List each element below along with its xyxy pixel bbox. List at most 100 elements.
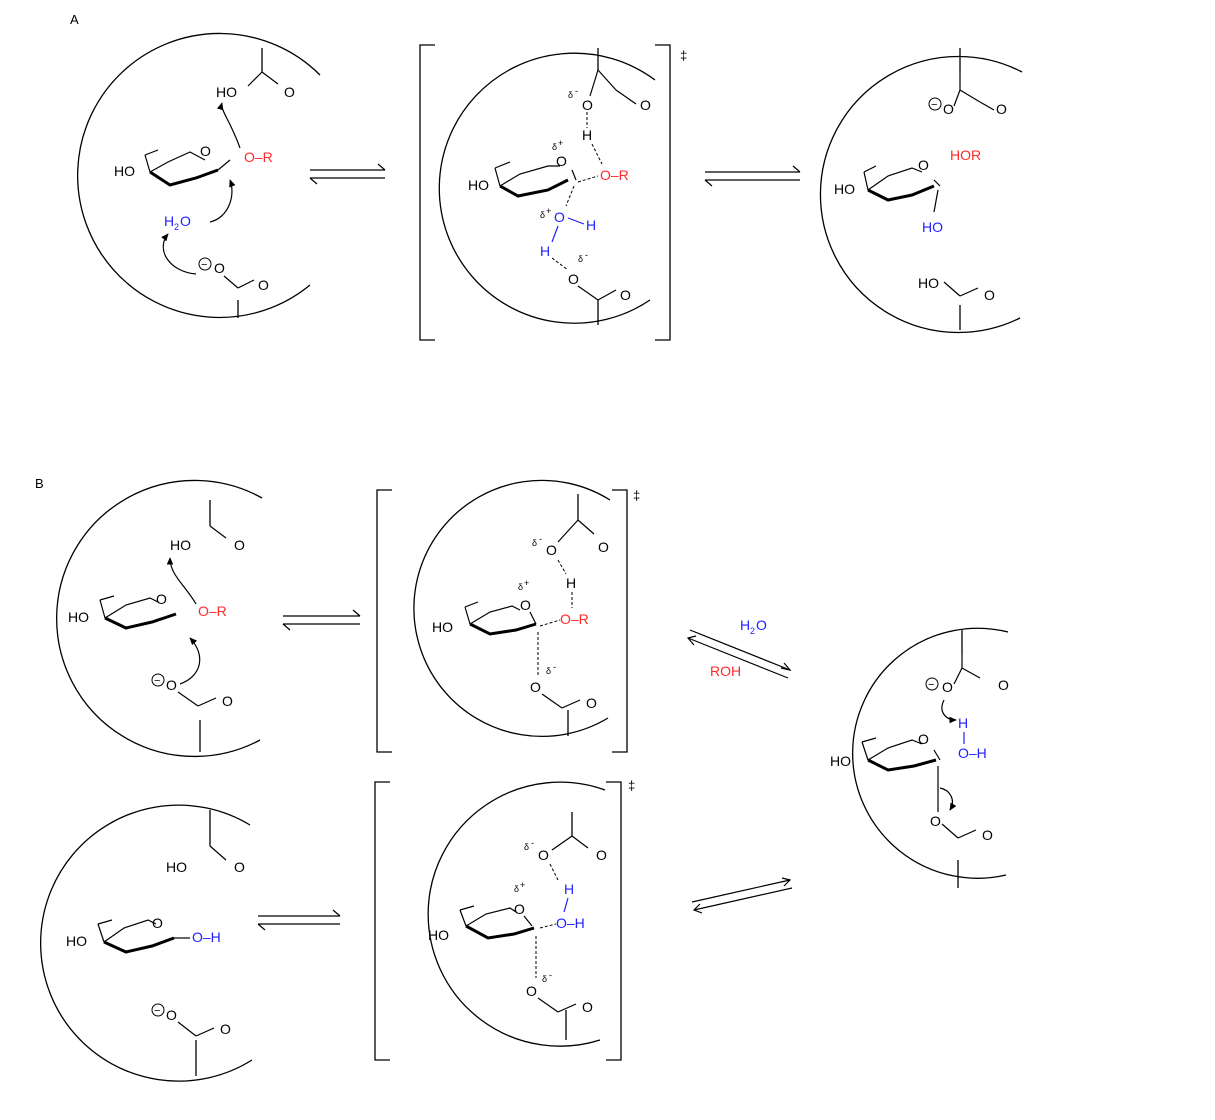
- a2-sugar-ring: [494, 161, 577, 198]
- svg-text:-: -: [549, 970, 552, 980]
- a3-hor-label: HOR: [950, 147, 981, 163]
- svg-text:O: O: [180, 213, 191, 229]
- svg-text:O: O: [166, 1007, 177, 1023]
- b2-enzyme-pocket: [413, 479, 611, 737]
- b-equilibrium-arrow-2: [257, 909, 341, 931]
- svg-text:HO: HO: [166, 859, 187, 875]
- a1-sugar-ring: [144, 149, 231, 187]
- a2-bottom-carboxylate: δ - O O: [551, 250, 631, 303]
- b1-top-acid: HO O: [170, 525, 245, 553]
- a-equilibrium-arrow-2: [704, 165, 801, 187]
- b5-double-dagger: ‡: [628, 778, 635, 793]
- b2-leaving-bond: [539, 619, 561, 627]
- b3-ho-label: HO: [830, 753, 851, 769]
- a2-water: δ + O H H: [540, 206, 596, 259]
- a1-carboxylic-acid: HO O: [216, 71, 295, 100]
- svg-text:H: H: [540, 243, 550, 259]
- svg-text:−: −: [201, 259, 207, 271]
- a3-ring-o: O: [918, 157, 929, 173]
- a3-enzyme-pocket: [819, 48, 1023, 334]
- svg-text:δ: δ: [542, 974, 547, 984]
- svg-text:−: −: [928, 679, 934, 691]
- svg-text:+: +: [558, 138, 563, 148]
- b5-ho-label: HO: [428, 927, 449, 943]
- svg-text:δ: δ: [552, 142, 557, 152]
- svg-text:H: H: [958, 715, 968, 731]
- svg-text:δ: δ: [568, 90, 573, 100]
- svg-text:O: O: [998, 677, 1009, 693]
- svg-text:O: O: [598, 539, 609, 555]
- b-diagonal-equilibrium: [686, 629, 792, 679]
- svg-text:O: O: [222, 693, 233, 709]
- svg-text:HO: HO: [216, 84, 237, 100]
- b5-bottom-carboxylate: δ - O O: [526, 970, 593, 1015]
- svg-text:O: O: [568, 271, 579, 287]
- svg-text:O: O: [546, 542, 557, 558]
- svg-text:O: O: [756, 617, 767, 633]
- svg-text:H: H: [566, 575, 576, 591]
- b2-ring-o: δ + O: [518, 578, 531, 613]
- svg-text:O: O: [582, 999, 593, 1015]
- b2-leaving-group: O–R: [560, 611, 589, 627]
- svg-text:O: O: [214, 260, 225, 276]
- svg-text:O: O: [284, 84, 295, 100]
- b4-top-acid: HO O: [166, 845, 245, 875]
- b1-sugar-ring: [99, 595, 177, 630]
- panel-label-a: A: [70, 12, 79, 27]
- svg-text:O: O: [220, 1021, 231, 1037]
- b4-enzyme-pocket: [39, 804, 253, 1082]
- svg-text:H: H: [740, 617, 750, 633]
- svg-text:H: H: [582, 127, 592, 143]
- b2-top-carboxylate: δ - O O H: [532, 519, 609, 608]
- b3-ring-o: O: [918, 731, 929, 747]
- svg-text:H: H: [164, 213, 174, 229]
- svg-text:O: O: [930, 813, 941, 829]
- svg-text:-: -: [585, 250, 588, 260]
- svg-text:O: O: [586, 695, 597, 711]
- b3-arrows: [939, 699, 957, 811]
- a2-ring-o: δ + O: [552, 138, 567, 169]
- b4-ho-label: HO: [66, 933, 87, 949]
- svg-text:O: O: [596, 847, 607, 863]
- svg-text:-: -: [575, 86, 578, 96]
- b2-bottom-carboxylate: δ - O O: [530, 662, 597, 711]
- svg-text:O: O: [514, 901, 525, 917]
- a1-arrows: [161, 102, 241, 275]
- svg-text:H: H: [586, 217, 596, 233]
- b3-sugar-ring: [861, 737, 941, 812]
- svg-text:δ: δ: [546, 666, 551, 676]
- svg-text:HO: HO: [918, 275, 939, 291]
- svg-text:+: +: [524, 578, 529, 588]
- a3-bottom-acid: HO O: [918, 275, 995, 303]
- svg-text:2: 2: [750, 626, 755, 636]
- b5-ring-o: δ + O: [514, 880, 525, 917]
- a-equilibrium-arrow-1: [309, 163, 386, 185]
- svg-text:O: O: [520, 597, 531, 613]
- a3-ho-label: HO: [834, 181, 855, 197]
- a2-nucleophile-bond: [565, 185, 575, 207]
- svg-text:δ: δ: [532, 538, 537, 548]
- a1-carboxylate: − O O: [198, 257, 269, 293]
- b5-top-carboxylate: δ - O O: [524, 835, 607, 881]
- b2-ho-label: HO: [432, 619, 453, 635]
- panel-label-b: B: [35, 476, 44, 491]
- a1-ring-o: O: [200, 143, 211, 159]
- a1-ho-label: HO: [114, 163, 135, 179]
- a2-leaving-bond: [577, 175, 599, 183]
- svg-text:+: +: [546, 206, 551, 216]
- svg-text:O: O: [556, 153, 567, 169]
- b3-top-carboxylate: − O O: [925, 654, 1009, 695]
- b5-sugar-ring: [459, 905, 535, 940]
- b3-enzyme-pocket: [852, 627, 1009, 888]
- svg-text:δ: δ: [524, 842, 529, 852]
- b3-water: H O–H: [958, 715, 987, 761]
- a3-new-oh: HO: [922, 219, 943, 235]
- b1-ho-label: HO: [68, 609, 89, 625]
- svg-text:−: −: [154, 675, 160, 687]
- b1-enzyme-pocket: [56, 479, 263, 758]
- a2-enzyme-pocket: [438, 48, 656, 325]
- svg-text:-: -: [531, 838, 534, 848]
- svg-text:δ: δ: [514, 884, 519, 894]
- svg-text:O: O: [530, 679, 541, 695]
